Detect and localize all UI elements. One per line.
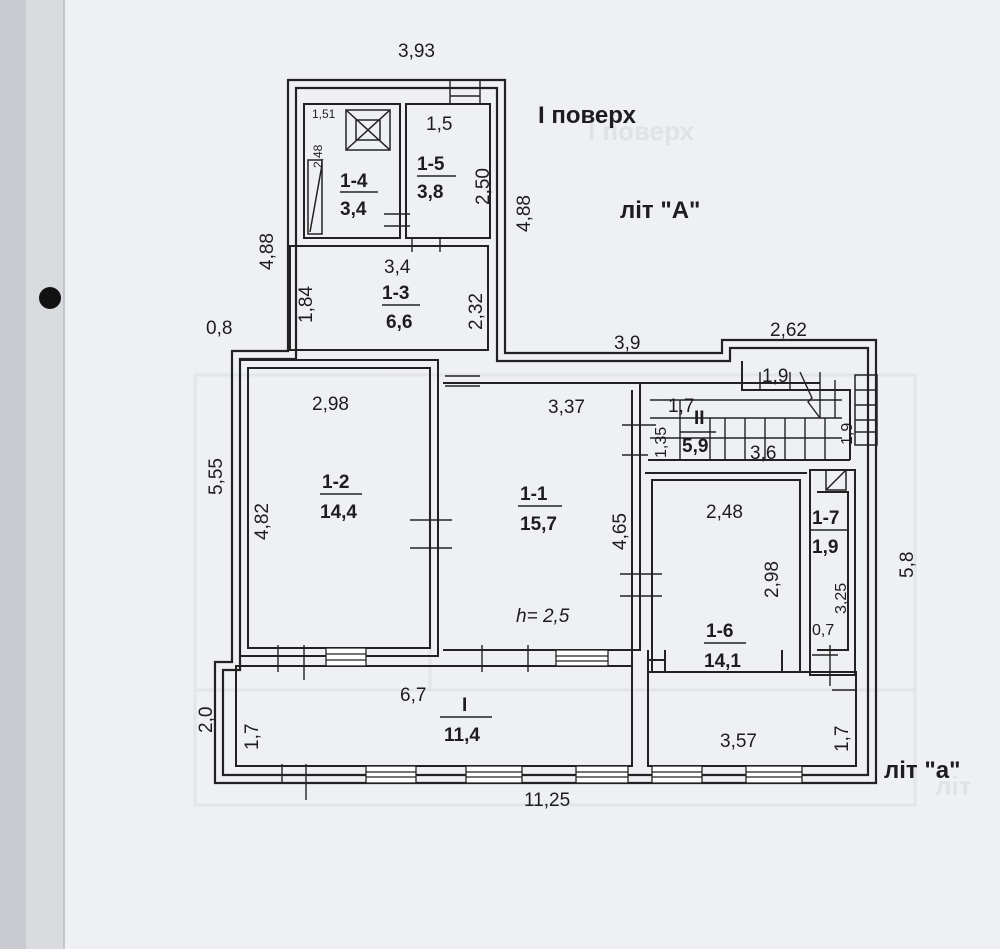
dim-corr-width: 6,7 (400, 685, 426, 706)
dim-r13-width: 3,4 (384, 257, 411, 278)
dim-stair-side: 1,9 (839, 423, 856, 445)
room-area: 11,4 (444, 725, 480, 746)
dim-r15-width: 1,5 (426, 114, 452, 135)
dimension-labels: 3,93 4,88 4,88 0,8 5,55 5,8 2,0 11,25 3,… (196, 41, 918, 811)
dim-stair-top: 1,9 (762, 366, 788, 387)
dim-stair-run: 3,6 (750, 443, 776, 464)
window (575, 765, 629, 784)
room-area: 1,9 (812, 537, 838, 558)
dim-annex-room-depth: 1,7 (832, 726, 853, 752)
dim-r16-depth: 2,98 (762, 561, 783, 598)
dim-left-bottom: 2,0 (196, 707, 217, 733)
door-openings (277, 213, 856, 800)
svg-text:літ: літ (935, 771, 972, 801)
room-area: 6,6 (386, 312, 412, 333)
dim-left-main: 5,55 (206, 458, 227, 495)
dim-r16-width: 2,48 (706, 502, 743, 523)
dim-bottom-width: 11,25 (524, 790, 570, 811)
room-id: 1-3 (382, 283, 409, 304)
window (325, 647, 367, 667)
room-id: I (462, 695, 467, 716)
dim-r15-depth: 2,50 (473, 168, 494, 205)
room-id: 1-1 (520, 484, 548, 505)
room-labels (320, 175, 848, 718)
room-text: 1-4 3,4 1-5 3,8 1-3 6,6 1-2 14,4 1-1 15,… (320, 154, 839, 746)
room-area: 3,4 (340, 199, 367, 220)
svg-text:І поверх: І поверх (588, 116, 695, 146)
dim-top-width: 3,93 (398, 41, 435, 62)
dim-r17-depth: 3,25 (833, 583, 850, 614)
dim-r13-left: 1,84 (296, 286, 317, 323)
dim-r11-depth: 4,65 (610, 513, 631, 550)
dim-offset: 0,8 (206, 318, 232, 339)
room-id: 1-7 (812, 508, 839, 529)
dim-annex-width: 2,62 (770, 320, 807, 341)
dim-right-upper: 4,88 (514, 195, 535, 232)
floor-title: I поверх (538, 102, 637, 129)
dim-step-width: 3,9 (614, 333, 640, 354)
dim-r12-depth: 4,82 (252, 503, 273, 540)
outside-steps (854, 374, 878, 446)
room-id: 1-4 (340, 171, 368, 192)
room-area: 14,1 (704, 651, 741, 672)
dim-r13-right: 2,32 (466, 293, 487, 330)
dim-r17-width: 0,7 (812, 622, 834, 639)
window (555, 649, 609, 667)
window (651, 765, 703, 784)
dim-stair-depth: 1,35 (653, 427, 670, 458)
dim-r14-width: 1,51 (312, 107, 336, 121)
ceiling-height: h= 2,5 (516, 606, 570, 627)
windows (325, 647, 803, 784)
window (745, 765, 803, 784)
room-area: 15,7 (520, 514, 557, 535)
dim-corr-left: 1,7 (242, 724, 263, 750)
room-area: 5,9 (682, 436, 708, 457)
dim-left-upper: 4,88 (257, 233, 278, 270)
binder-shadow (0, 0, 26, 949)
room-area: 3,8 (417, 182, 443, 203)
liter-annex: літ "а" (884, 757, 960, 784)
dim-r12-width: 2,98 (312, 394, 349, 415)
dim-right-main: 5,8 (897, 552, 918, 578)
dim-r14-depth: 2,48 (311, 144, 325, 168)
shaft-symbols (307, 109, 847, 491)
liter-main: літ "А" (620, 197, 700, 224)
punch-hole (39, 287, 61, 309)
window (365, 765, 417, 784)
page-edge (26, 0, 64, 949)
room-area: 14,4 (320, 502, 357, 523)
dim-stair-width: 1,7 (668, 396, 694, 417)
room-id: 1-5 (417, 154, 445, 175)
room-id: 1-2 (322, 472, 349, 493)
dim-r11-width: 3,37 (548, 397, 585, 418)
window (465, 765, 523, 784)
roof-hatch-steps (449, 79, 481, 105)
room-id: II (694, 408, 705, 429)
stair-treads (650, 371, 842, 460)
dim-annex-room-width: 3,57 (720, 731, 757, 752)
room-id: 1-6 (706, 621, 733, 642)
